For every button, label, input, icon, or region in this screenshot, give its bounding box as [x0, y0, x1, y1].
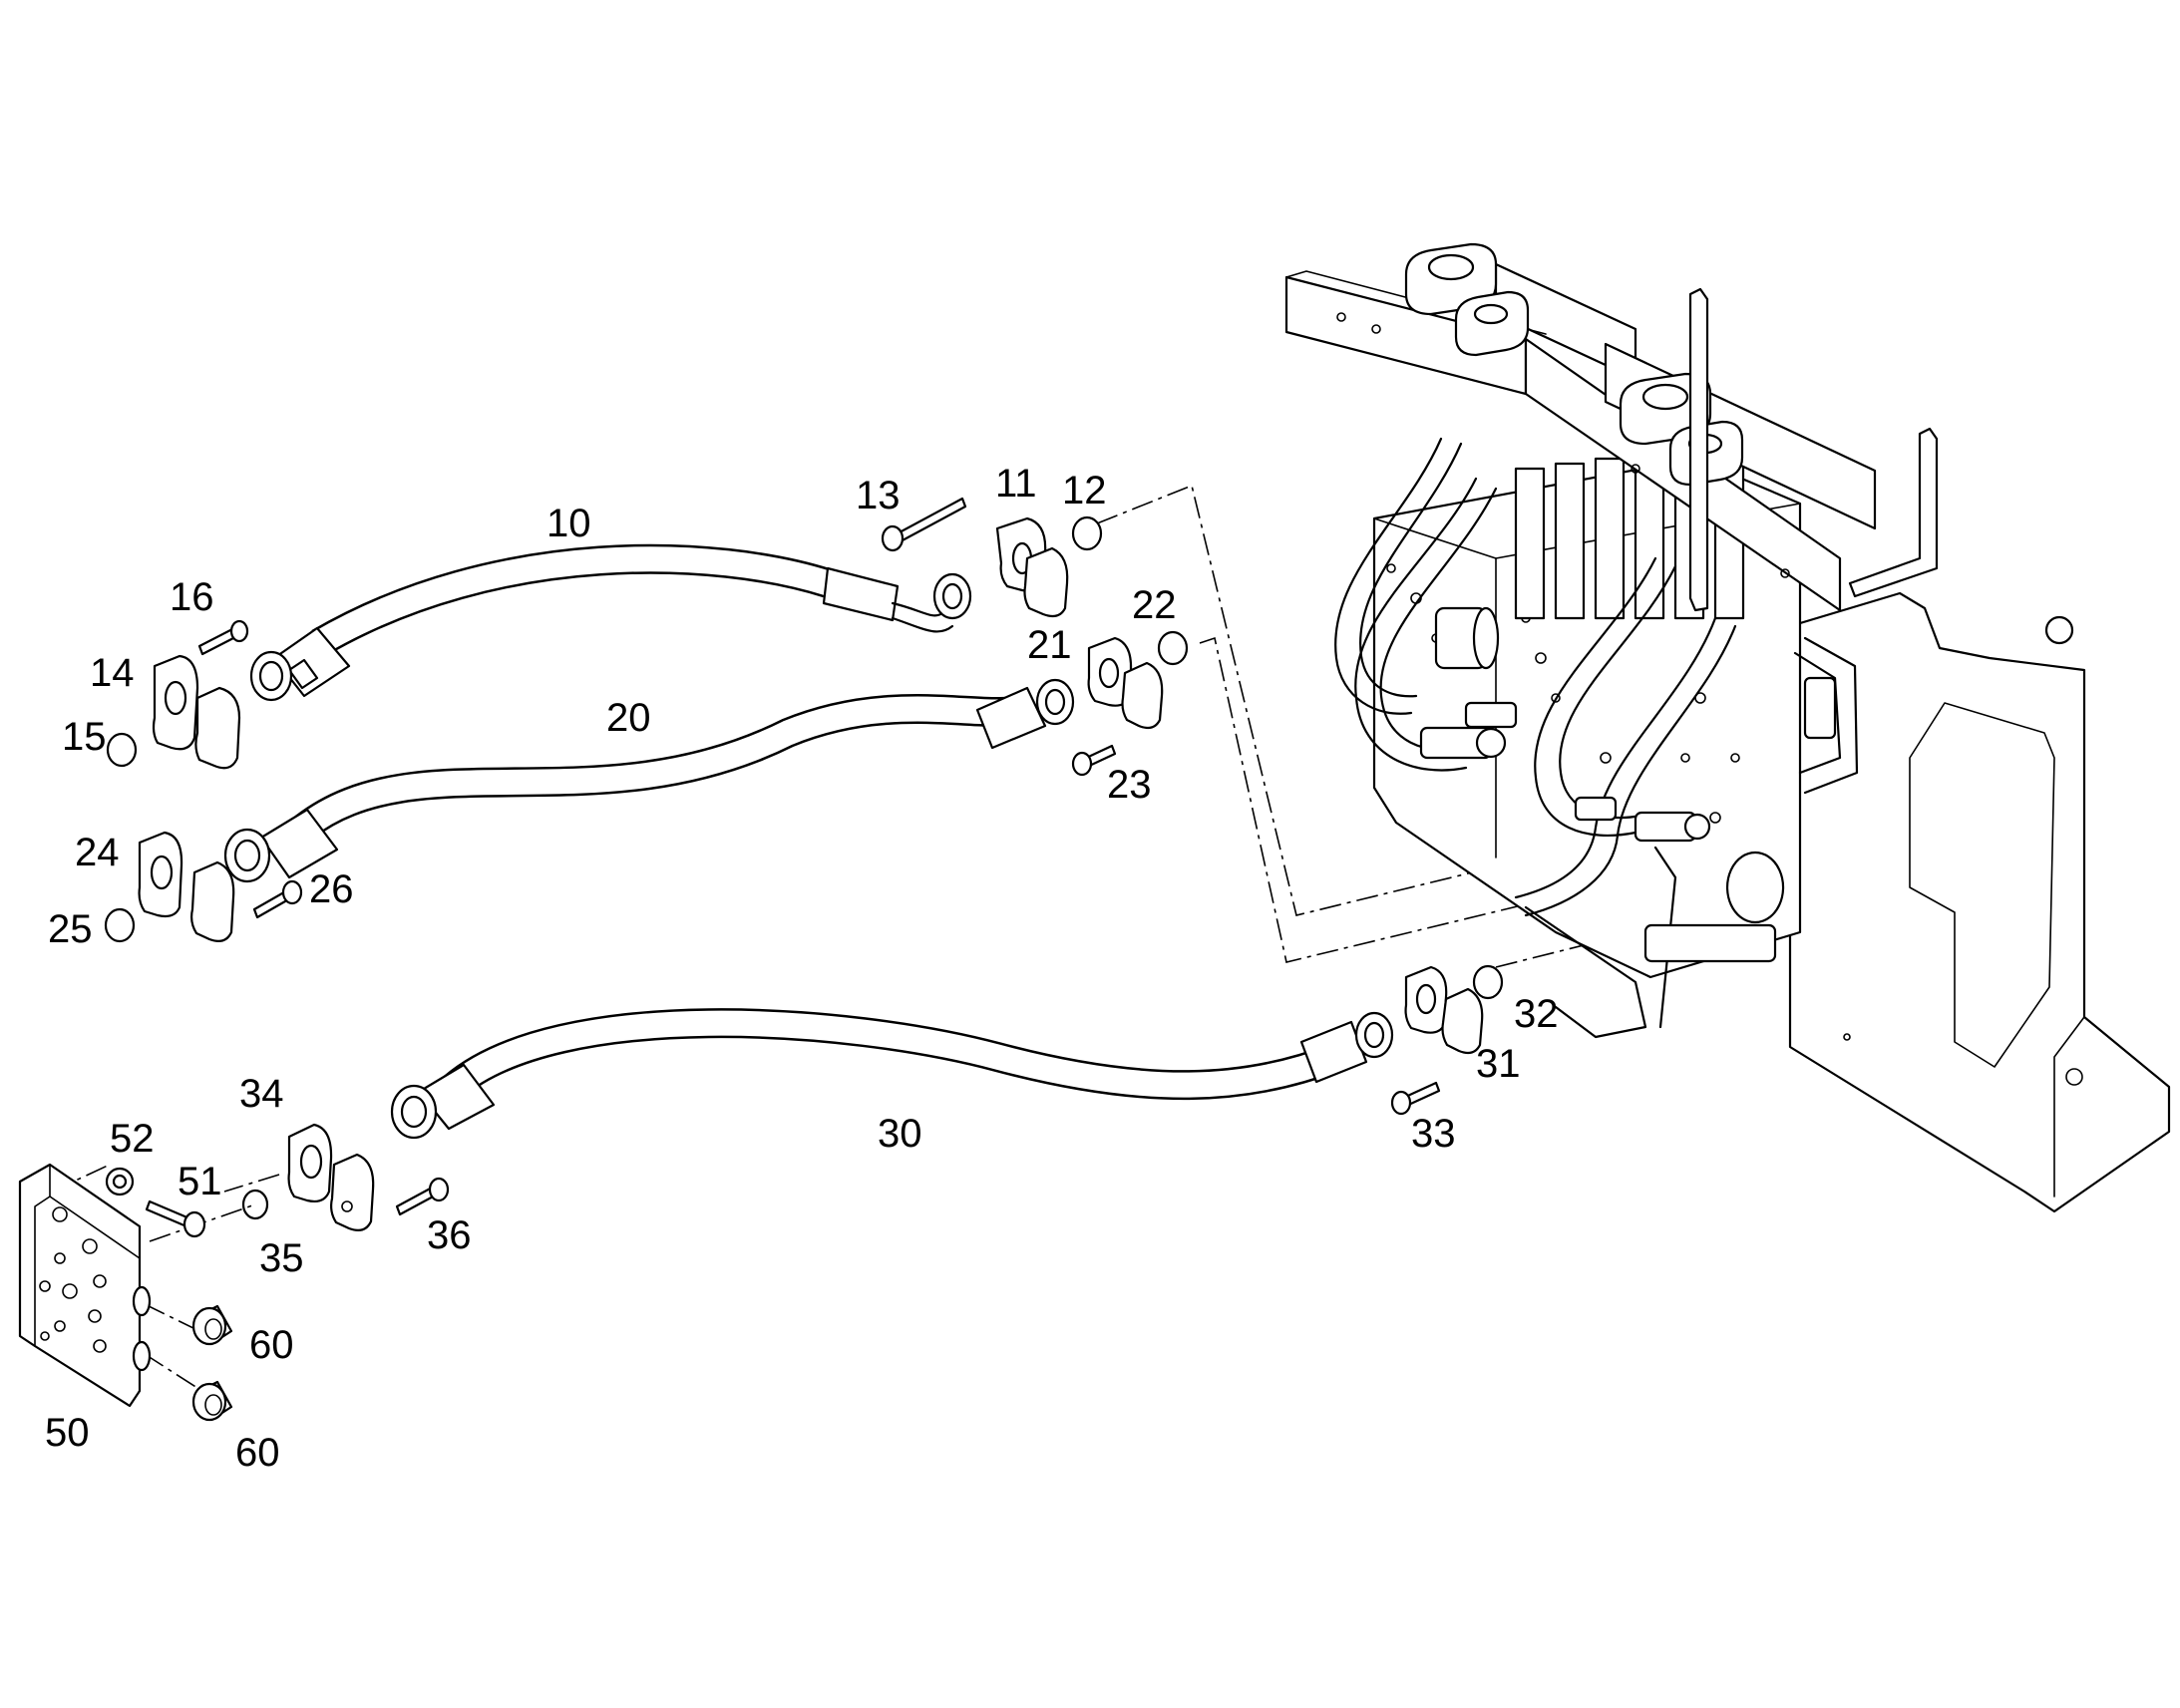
callout-31: 31	[1476, 1042, 1521, 1086]
callout-25: 25	[48, 907, 93, 951]
top-flange-caps	[1404, 242, 1744, 487]
callout-32: 32	[1514, 992, 1559, 1036]
bolts	[145, 497, 1441, 1238]
callout-labels: 10 11 12 13 14 15 16 20 21 22 23 24 25 2…	[45, 462, 1559, 1475]
callout-60-lower: 60	[235, 1431, 280, 1475]
callout-15: 15	[62, 715, 107, 759]
valve-spool-sections	[1514, 442, 1745, 620]
callout-51: 51	[178, 1160, 222, 1203]
callout-12: 12	[1062, 469, 1107, 512]
callout-23: 23	[1107, 763, 1152, 807]
callout-10: 10	[546, 502, 591, 545]
callout-20: 20	[606, 696, 651, 740]
callout-30: 30	[878, 1112, 922, 1156]
callout-14: 14	[90, 651, 135, 695]
plugs-60	[191, 1304, 233, 1422]
callout-33: 33	[1411, 1112, 1456, 1156]
callout-26: 26	[309, 867, 354, 911]
callout-16: 16	[170, 575, 214, 619]
callout-36: 36	[427, 1213, 472, 1257]
hose-20	[223, 678, 1075, 883]
o-rings	[104, 515, 1504, 1220]
flange-clamps	[138, 516, 1484, 1231]
cover-plate-50	[18, 1163, 152, 1408]
hose-30	[390, 1008, 1394, 1140]
callout-60-upper: 60	[249, 1323, 294, 1367]
callout-11: 11	[995, 462, 1037, 506]
valve-block-assembly	[1284, 242, 2171, 1213]
hose-10	[249, 543, 972, 702]
callout-24: 24	[75, 831, 120, 874]
callout-35: 35	[259, 1236, 304, 1280]
callout-13: 13	[856, 474, 901, 517]
callout-21: 21	[1027, 623, 1072, 667]
callout-52: 52	[110, 1117, 155, 1161]
block-fittings	[1419, 606, 1837, 963]
callout-34: 34	[239, 1072, 284, 1116]
callout-22: 22	[1132, 583, 1177, 627]
callout-50: 50	[45, 1411, 90, 1455]
